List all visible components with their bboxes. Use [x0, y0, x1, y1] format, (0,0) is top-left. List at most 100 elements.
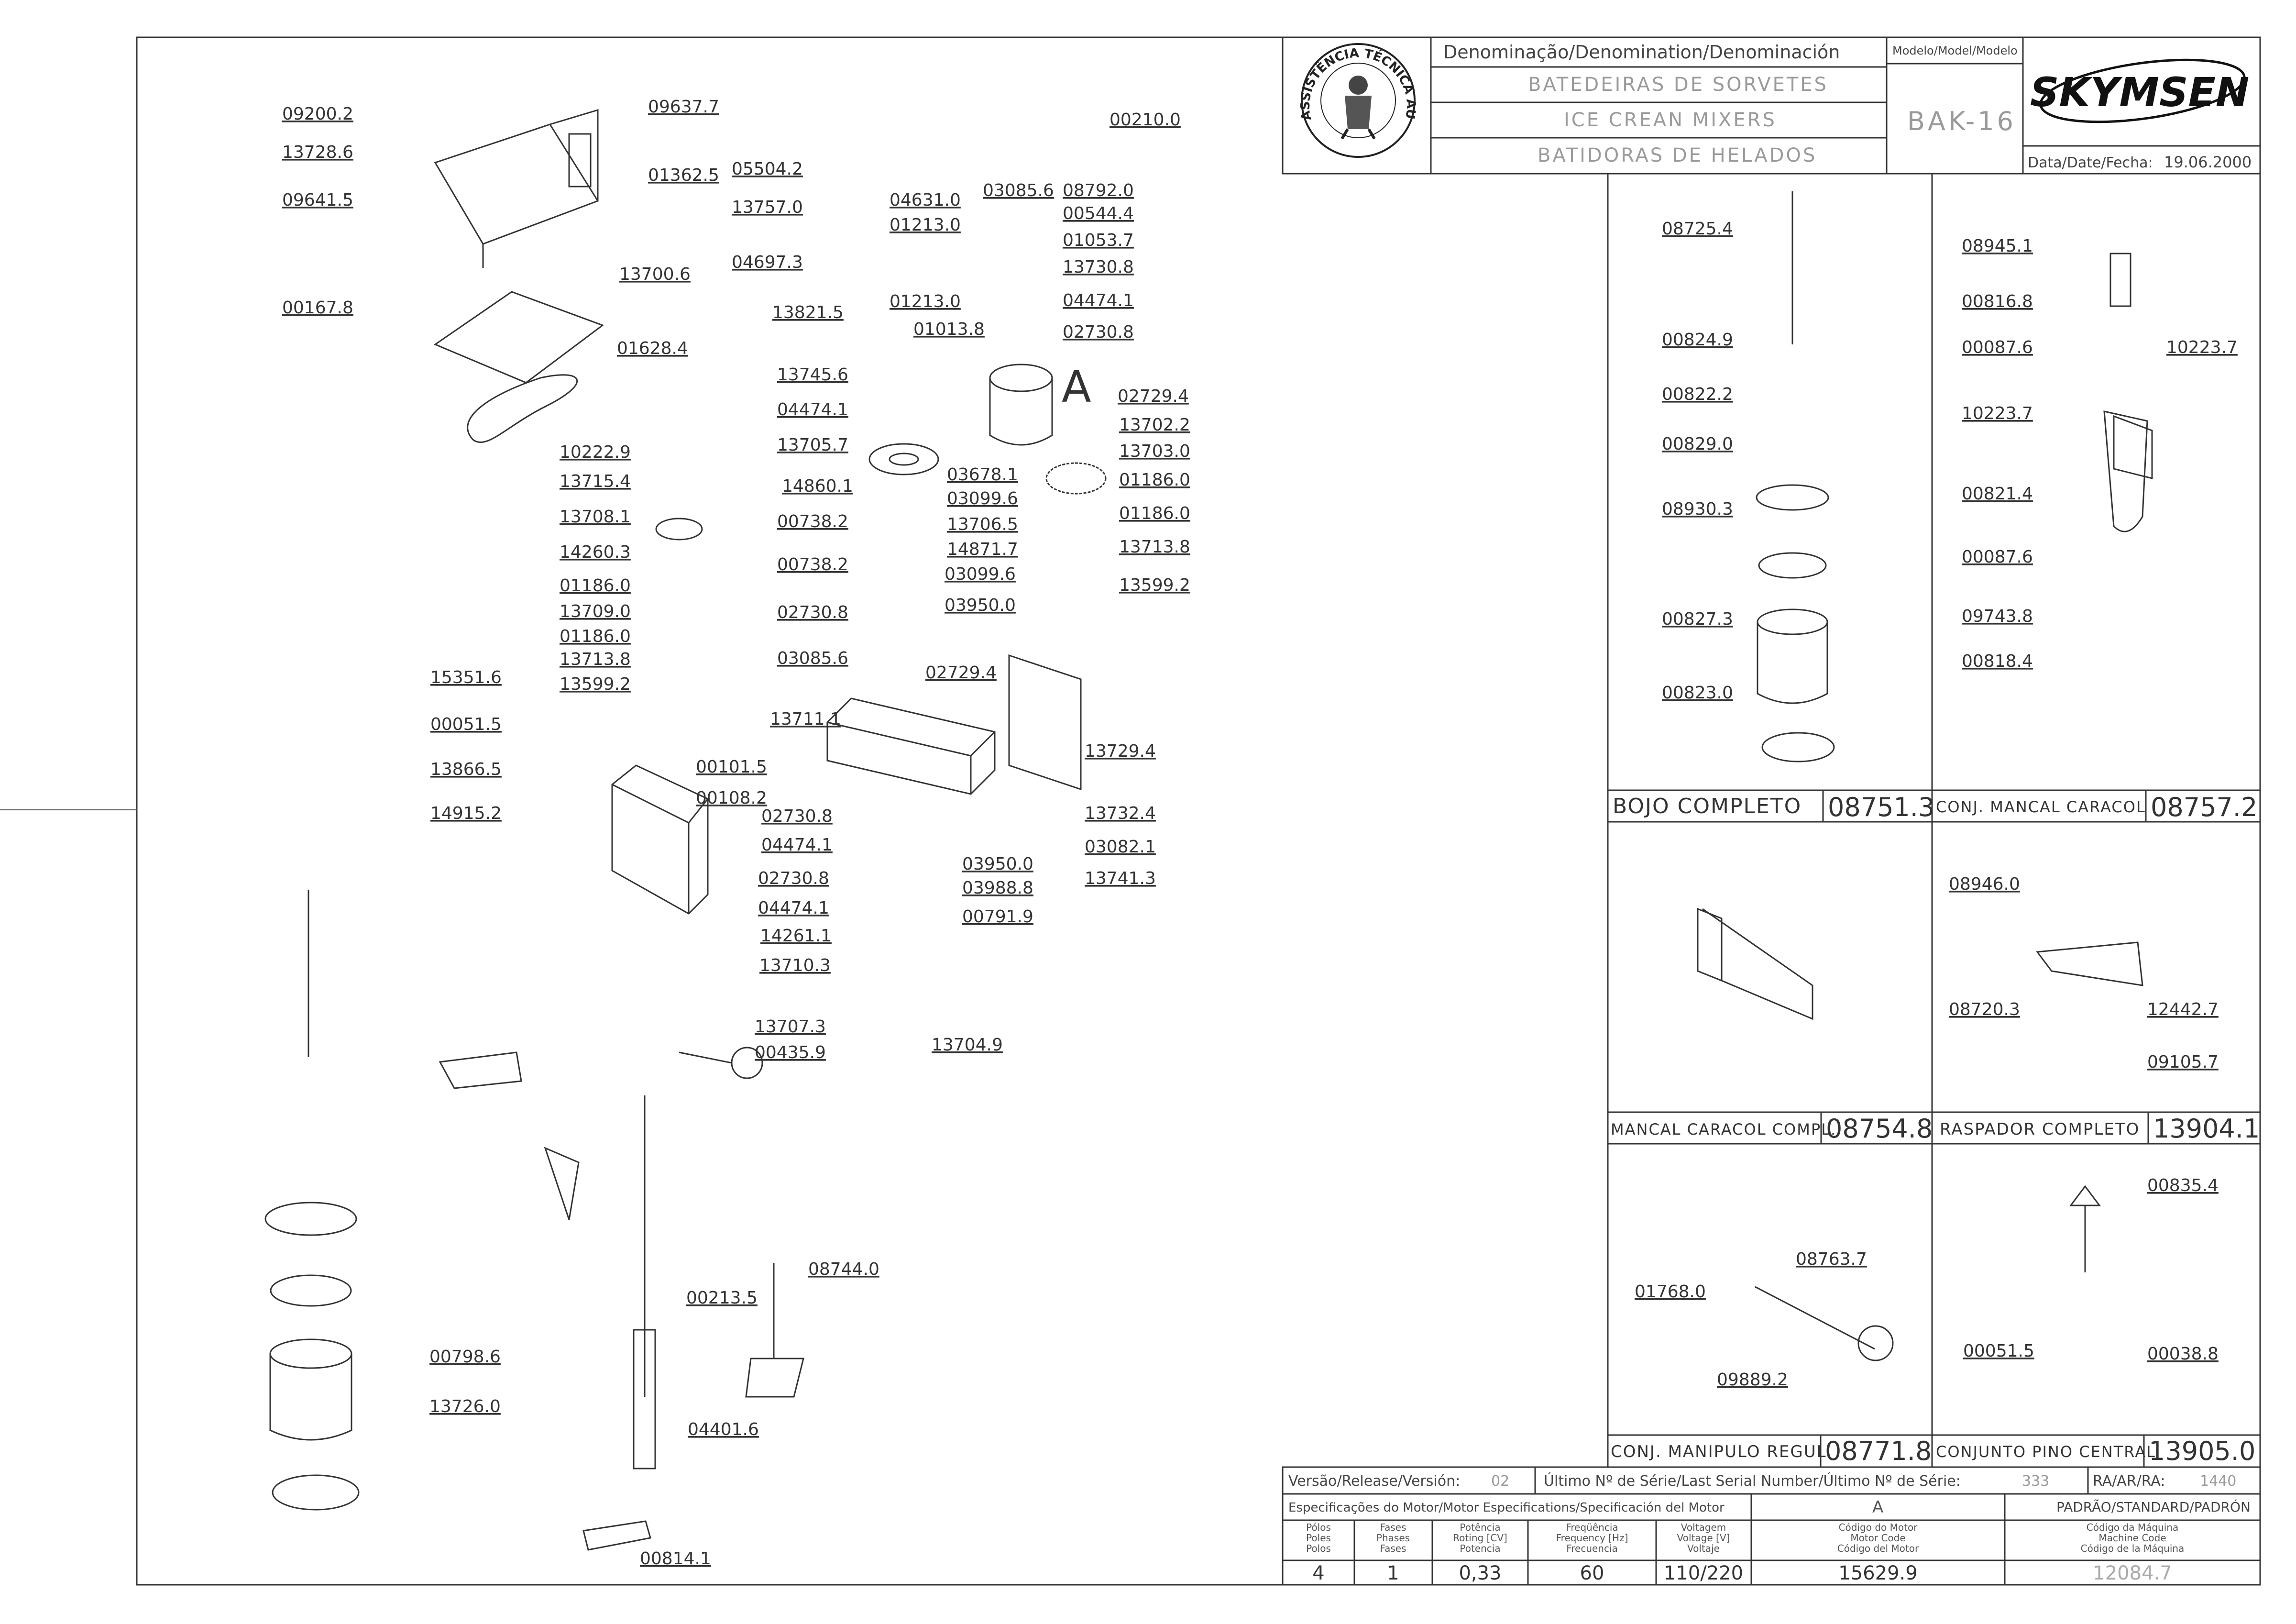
side-plate	[1008, 654, 1082, 791]
motor-spec-values: 4 1 0,33 60 110/220 15629.9 12084.7	[1312, 1562, 2172, 1584]
part-label: 14915.2	[430, 804, 502, 823]
part-label: 14860.1	[782, 476, 853, 496]
housing-shape	[434, 109, 599, 268]
svg-text:Pólos: Pólos	[1306, 1522, 1331, 1533]
part-label: 14260.3	[560, 542, 631, 562]
kit-name-center-pin: CONJUNTO PINO CENTRAL	[1936, 1443, 2156, 1461]
kit-part-label: 09743.8	[1962, 607, 2033, 626]
part-label: 14871.7	[947, 540, 1018, 559]
kit-part-label: 00827.3	[1662, 609, 1733, 629]
denomination-pt: BATEDEIRAS DE SORVETES	[1528, 74, 1828, 96]
kit-part-label: 00835.4	[2147, 1176, 2219, 1195]
svg-text:Código da Máquina: Código da Máquina	[2087, 1522, 2178, 1533]
part-label: 14261.1	[760, 926, 832, 946]
model-header: Modelo/Model/Modelo	[1892, 44, 2018, 57]
date-value: 19.06.2000	[2164, 153, 2252, 171]
svg-text:Fases: Fases	[1380, 1543, 1406, 1554]
part-label: 13726.0	[429, 1397, 501, 1416]
part-label: 04401.6	[688, 1420, 759, 1439]
kit-part-labels: 08725.400824.900822.200829.008930.300827…	[1635, 219, 2238, 1390]
part-label: 13713.8	[560, 650, 631, 669]
kit-part-label: 00821.4	[1962, 484, 2033, 504]
part-label: 03099.6	[945, 564, 1016, 584]
date-label: Data/Date/Fecha:	[2028, 155, 2153, 171]
gear-shape	[1045, 462, 1107, 495]
denomination-es: BATIDORAS DE HELADOS	[1538, 144, 1817, 166]
svg-text:Motor Code: Motor Code	[1850, 1532, 1905, 1544]
part-label: 04474.1	[777, 400, 848, 420]
part-label: 13709.0	[560, 602, 631, 621]
part-label: 00798.6	[429, 1347, 501, 1367]
svg-text:4: 4	[1312, 1562, 1324, 1584]
svg-text:60: 60	[1580, 1562, 1604, 1584]
auger-shape	[544, 1147, 580, 1220]
part-label: 01053.7	[1063, 231, 1134, 250]
part-label: 13728.6	[282, 143, 353, 162]
crank-arm	[582, 1520, 651, 1551]
kit-name-knob: CONJ. MANIPULO REGUL.	[1611, 1442, 1833, 1461]
part-label: 08744.0	[808, 1259, 879, 1279]
part-label: 01186.0	[560, 576, 631, 596]
part-label: 02729.4	[1118, 387, 1189, 406]
svg-text:Voltage [V]: Voltage [V]	[1677, 1532, 1730, 1544]
authorized-service-seal: ASSISTÊNCIA TÉCNICA AUTORIZADA	[0, 0, 1418, 158]
svg-text:Freqüência: Freqüência	[1566, 1522, 1618, 1533]
kit-part-label: 09889.2	[1717, 1370, 1788, 1390]
bowl-lid	[264, 1202, 357, 1236]
kit-part-label: 00038.8	[2147, 1344, 2219, 1364]
part-label: 00814.1	[640, 1549, 711, 1569]
part-label: 00051.5	[430, 715, 502, 734]
part-label: 13713.8	[1119, 537, 1190, 557]
kit-part-label: 00829.0	[1662, 434, 1733, 454]
part-label: 03988.8	[962, 878, 1033, 898]
sheet-border	[136, 36, 2261, 1586]
callout-letter-a: A	[1062, 362, 1091, 412]
part-label: 00167.8	[282, 298, 353, 318]
bowl-base	[272, 1474, 360, 1511]
svg-text:Potencia: Potencia	[1460, 1543, 1500, 1554]
svg-text:Frecuencia: Frecuencia	[1566, 1543, 1618, 1554]
part-label: 13703.0	[1119, 442, 1190, 461]
part-label: 13704.9	[932, 1035, 1003, 1055]
kit-name-auger-bearing-set: CONJ. MANCAL CARACOL	[1936, 798, 2146, 816]
kit-part-label: 00823.0	[1662, 683, 1733, 703]
part-label: 13730.8	[1063, 257, 1134, 277]
part-label: 00101.5	[696, 757, 767, 777]
svg-text:Poles: Poles	[1306, 1532, 1331, 1544]
part-label: 15351.6	[430, 668, 502, 687]
part-label: 02730.8	[761, 806, 833, 826]
svg-text:Polos: Polos	[1306, 1543, 1331, 1554]
part-label: 13741.3	[1085, 869, 1156, 888]
part-drawings	[264, 109, 2153, 1551]
part-label: 09641.5	[282, 190, 353, 210]
belt-shape	[467, 374, 578, 443]
part-label: 03950.0	[962, 854, 1033, 874]
kit-part-label: 00087.6	[1962, 547, 2033, 567]
part-label: 13757.0	[732, 198, 803, 217]
part-label: 13706.5	[947, 515, 1018, 534]
part-label: 13732.4	[1085, 804, 1156, 823]
ra-label: RA/AR/RA:	[2093, 1473, 2165, 1490]
chassis-shape	[826, 697, 996, 795]
part-label: 03678.1	[947, 465, 1018, 485]
part-label: 02730.8	[758, 869, 829, 888]
part-label: 04631.0	[890, 190, 961, 210]
gearbox-shape	[611, 764, 709, 915]
part-label: 00108.2	[696, 788, 767, 808]
model-value: BAK-16	[1907, 106, 2016, 136]
svg-text:Machine Code: Machine Code	[2098, 1532, 2166, 1544]
kit-part-label: 00822.2	[1662, 385, 1733, 404]
kit-part-label: 00818.4	[1962, 652, 2033, 671]
part-label: 02730.8	[777, 603, 848, 622]
svg-text:Potência: Potência	[1460, 1522, 1500, 1533]
kit-name-scraper: RASPADOR COMPLETO	[1940, 1120, 2140, 1139]
bowl-gasket	[270, 1274, 352, 1307]
kit-code-center-pin: 13905.0	[2149, 1436, 2255, 1466]
svg-text:Frequency [Hz]: Frequency [Hz]	[1556, 1532, 1628, 1544]
part-label: 13745.6	[777, 365, 848, 385]
part-label: 00738.2	[777, 512, 848, 531]
part-label: 13700.6	[619, 265, 691, 284]
part-label: 02729.4	[925, 663, 997, 683]
part-label: 13702.2	[1119, 415, 1190, 435]
